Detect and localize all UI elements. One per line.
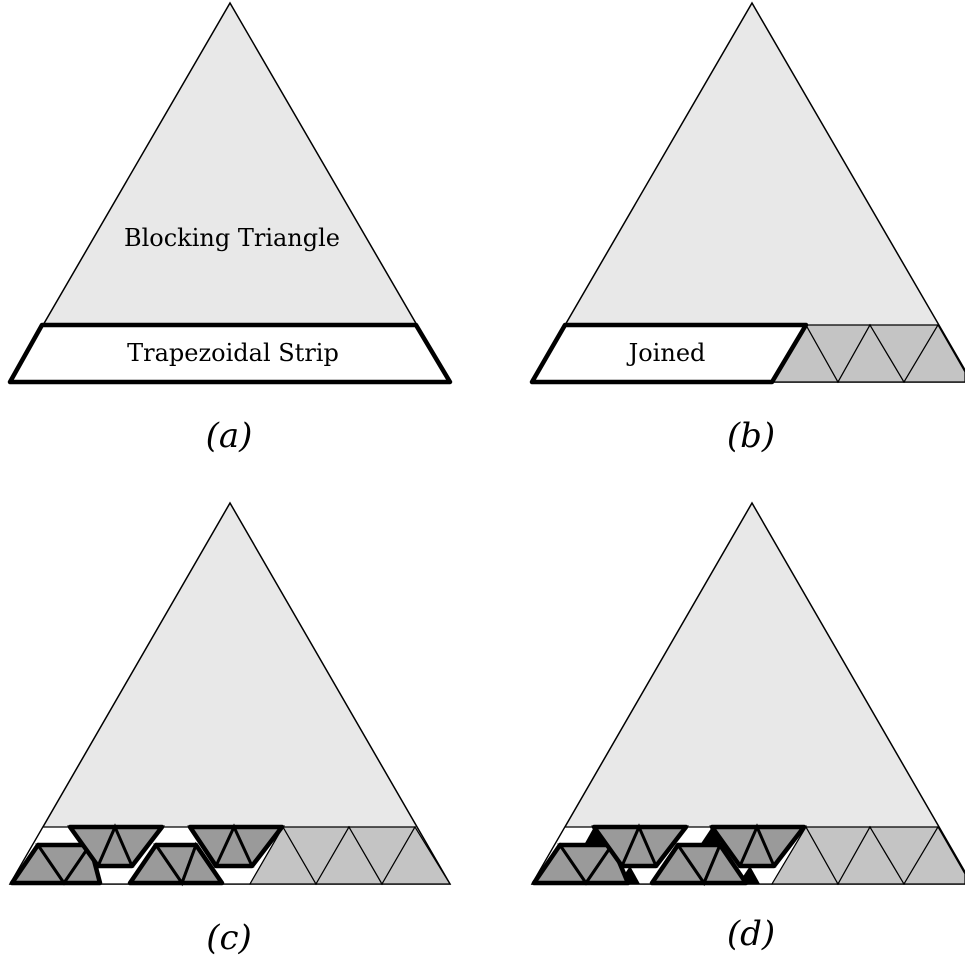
panel-caption-d: (d) bbox=[727, 914, 775, 954]
trapezoidal-strip bbox=[7, 322, 453, 385]
panel-a: Blocking Triangle Trapezoidal Strip (a) bbox=[7, 1, 453, 456]
blocking-triangle-label: Blocking Triangle bbox=[124, 224, 340, 252]
trapezoidal-strip-label: Trapezoidal Strip bbox=[127, 339, 339, 367]
joined-label: Joined bbox=[626, 339, 706, 367]
filler-piece bbox=[700, 827, 722, 845]
panel-d: (d) bbox=[530, 501, 965, 954]
filler-piece bbox=[584, 827, 606, 845]
strip-triangle bbox=[902, 825, 965, 885]
panel-caption-a: (a) bbox=[206, 416, 253, 456]
joined-region bbox=[529, 322, 809, 385]
dark-gadget bbox=[709, 823, 808, 869]
dark-gadget bbox=[531, 841, 631, 886]
panel-b: Joined (b) bbox=[529, 1, 965, 456]
dark-gadget bbox=[591, 823, 690, 869]
panel-c: (c) bbox=[8, 501, 452, 958]
panel-caption-c: (c) bbox=[206, 918, 252, 958]
dark-gadget bbox=[127, 841, 225, 887]
strip-triangle bbox=[902, 323, 965, 383]
dark-gadget bbox=[649, 841, 749, 887]
panel-caption-b: (b) bbox=[727, 416, 775, 456]
dark-gadget bbox=[187, 823, 286, 869]
strip-triangle bbox=[380, 825, 452, 885]
dark-gadget bbox=[67, 823, 166, 870]
